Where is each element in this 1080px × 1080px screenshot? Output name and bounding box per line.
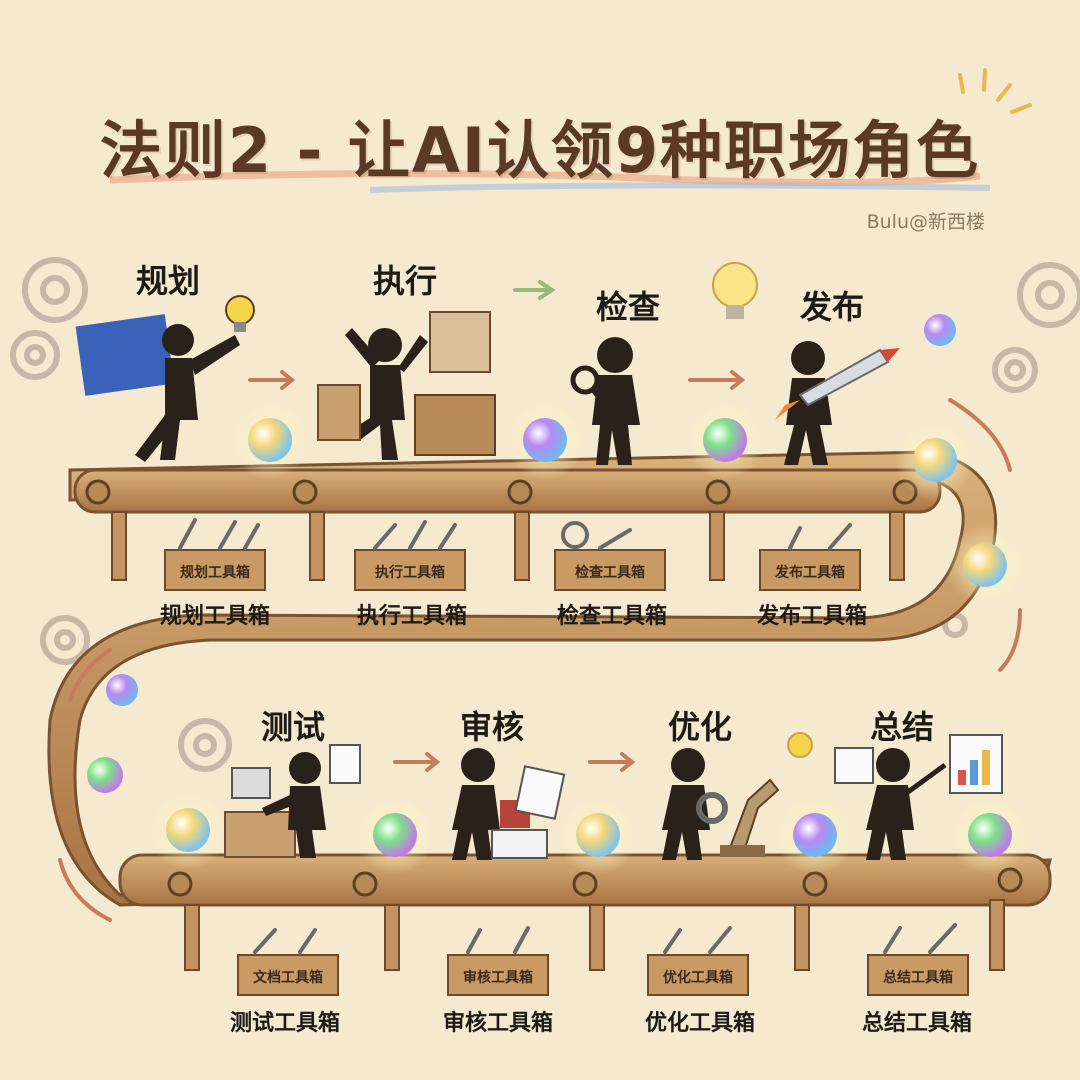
toolbox-label-execute: 执行工具箱	[375, 565, 445, 581]
figure-executor	[317, 311, 496, 460]
gear-icon	[10, 257, 1080, 772]
toolbox-caption-test: 测试工具箱	[229, 1011, 340, 1036]
belt-legs	[111, 511, 1005, 971]
author-credit: Bulu@新西楼	[866, 211, 985, 233]
page-title: 法则2 - 让AI认领9种职场角色	[99, 114, 981, 187]
stage-label-execute: 执行	[372, 262, 437, 300]
figure-reviewer	[452, 748, 566, 860]
stage-label-plan: 规划	[135, 262, 200, 300]
toolbox-label-plan: 规划工具箱	[180, 565, 250, 581]
toolbox-caption-check: 检查工具箱	[556, 604, 667, 629]
toolbox-label-summary: 总结工具箱	[883, 970, 953, 986]
stage-label-test: 测试	[260, 708, 325, 746]
lightbulb-icon	[225, 262, 813, 758]
toolbox-caption-publish: 发布工具箱	[756, 604, 867, 629]
toolbox-caption-review: 审核工具箱	[442, 1011, 553, 1036]
figure-planner	[75, 314, 240, 462]
toolbox	[164, 549, 969, 996]
figure-inspector	[570, 337, 640, 465]
figure-optimizer	[662, 748, 780, 860]
figure-summarizer	[834, 734, 1003, 860]
toolbox-label-test: 文档工具箱	[253, 970, 323, 986]
figure-publisher	[775, 341, 900, 465]
toolbox-caption-execute: 执行工具箱	[356, 604, 467, 629]
stage-label-review: 审核	[459, 708, 524, 746]
orb-ball	[87, 314, 1030, 875]
toolbox-caption-optimize: 优化工具箱	[644, 1011, 755, 1036]
toolbox-label-review: 审核工具箱	[463, 970, 533, 986]
figure-tester	[224, 744, 361, 858]
toolbox-caption-plan: 规划工具箱	[159, 604, 270, 629]
toolbox-contents	[178, 518, 957, 954]
toolbox-label-publish: 发布工具箱	[775, 565, 845, 581]
toolbox-label-optimize: 优化工具箱	[663, 970, 733, 986]
title-underline	[109, 169, 991, 193]
flow-arrow-icon	[58, 280, 1022, 922]
stage-label-check: 检查	[595, 288, 660, 326]
toolbox-caption-summary: 总结工具箱	[861, 1011, 972, 1036]
stage-label-summary: 总结	[869, 708, 934, 746]
toolbox-label-check: 检查工具箱	[575, 565, 645, 581]
stage-label-optimize: 优化	[667, 708, 732, 746]
sparkle-icon	[958, 68, 1032, 114]
stage-label-publish: 发布	[799, 288, 864, 326]
